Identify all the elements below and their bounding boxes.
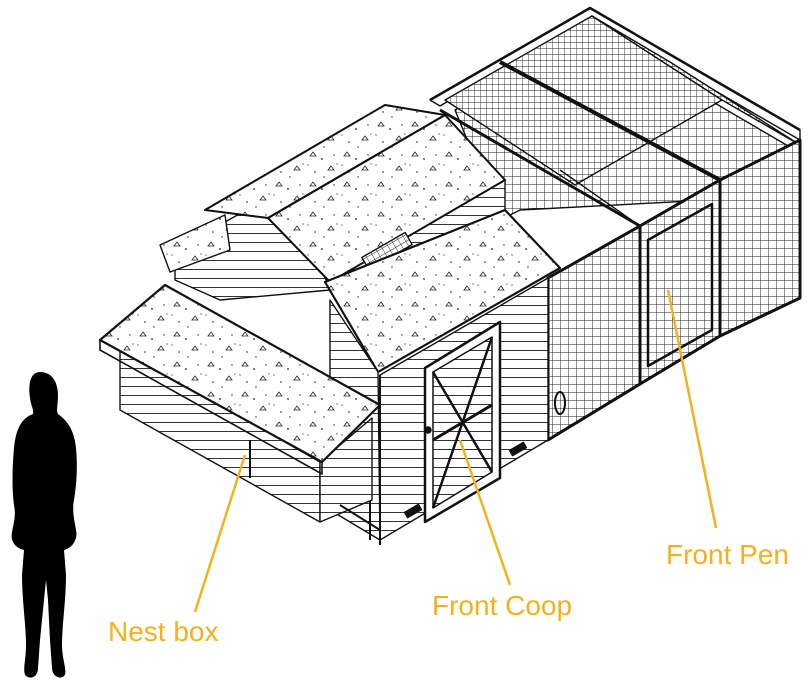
coop-skid [403,503,423,519]
run-front-wall [547,179,721,441]
label-front-pen: Front Pen [666,539,789,570]
nest-box-end [319,417,373,523]
run-enclosure [429,6,802,442]
coop-door [423,320,502,524]
callout-line-front-pen [666,289,718,529]
side-gable-roof [159,214,231,273]
label-front-coop: Front Coop [432,590,573,621]
nest-box [98,283,382,531]
pen-door [646,202,714,368]
callout-line-front-coop [458,439,512,586]
coop-house [159,104,562,545]
door-handle [554,391,566,415]
person-silhouette-icon [11,372,77,678]
callout-lines [193,289,718,613]
label-nest-box: Nest box [108,616,219,647]
callout-line-nest-box [193,454,247,613]
